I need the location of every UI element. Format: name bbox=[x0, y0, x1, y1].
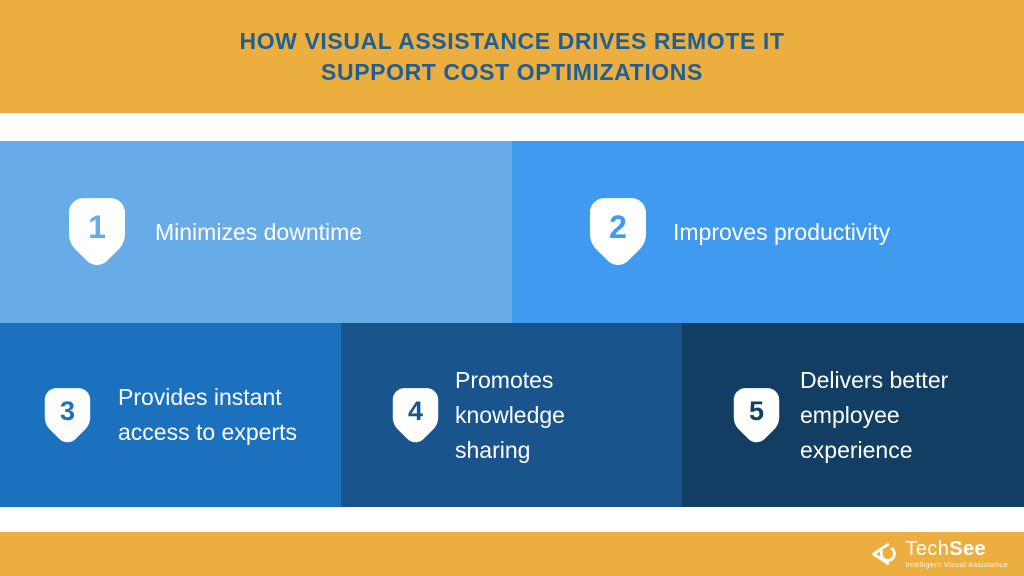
techsee-eye-icon bbox=[872, 543, 897, 565]
brand-name-tech: Tech bbox=[905, 538, 950, 560]
step-number: 1 bbox=[88, 209, 106, 246]
card-instant-access: 3 Provides instant access to experts bbox=[0, 323, 341, 507]
footer-divider bbox=[0, 507, 1024, 532]
card-improves-productivity: 2 Improves productivity bbox=[512, 141, 1024, 323]
brand-name-see: See bbox=[949, 538, 987, 560]
brand-name: TechSee bbox=[905, 539, 1008, 559]
brand-tagline: Intelligent Visual Assistance bbox=[905, 560, 1008, 569]
badge-shield-icon bbox=[589, 198, 647, 266]
card-4-label: Promotes knowledge sharing bbox=[455, 366, 565, 463]
step-badge-2: 2 bbox=[589, 197, 647, 267]
step-number: 4 bbox=[407, 396, 424, 427]
techsee-logo-text: TechSee Intelligent Visual Assistance bbox=[905, 539, 1008, 569]
step-number: 3 bbox=[59, 396, 76, 427]
badge-shield-icon bbox=[68, 198, 126, 266]
badge-shield-icon bbox=[44, 387, 91, 442]
cards-row-top: 1 Minimizes downtime 2 Improves producti… bbox=[0, 141, 1024, 323]
page-title-line-2: SUPPORT COST OPTIMIZATIONS bbox=[321, 58, 703, 85]
footer-band: TechSee Intelligent Visual Assistance bbox=[0, 532, 1024, 576]
step-number: 2 bbox=[609, 209, 627, 246]
step-badge-5: 5 bbox=[733, 387, 780, 444]
card-knowledge-sharing: 4 Promotes knowledge sharing bbox=[341, 323, 682, 507]
step-badge-1: 1 bbox=[68, 197, 126, 267]
page-title-line-1: HOW VISUAL ASSISTANCE DRIVES REMOTE IT bbox=[239, 27, 785, 54]
badge-shield-icon bbox=[733, 387, 780, 442]
header-divider bbox=[0, 113, 1024, 141]
step-badge-3: 3 bbox=[44, 387, 91, 444]
cards-row-bottom: 3 Provides instant access to experts 4 P… bbox=[0, 323, 1024, 507]
badge-shield-icon bbox=[392, 387, 439, 442]
step-badge-4: 4 bbox=[392, 387, 439, 444]
card-1-label: Minimizes downtime bbox=[155, 218, 363, 245]
step-number: 5 bbox=[748, 396, 765, 427]
card-2-label: Improves productivity bbox=[673, 218, 891, 245]
card-employee-experience: 5 Delivers better employee experience bbox=[682, 323, 1024, 507]
header-band: HOW VISUAL ASSISTANCE DRIVES REMOTE IT S… bbox=[0, 0, 1024, 113]
card-minimizes-downtime: 1 Minimizes downtime bbox=[0, 141, 512, 323]
techsee-logo: TechSee Intelligent Visual Assistance bbox=[868, 539, 1008, 569]
card-3-label: Provides instant access to experts bbox=[118, 384, 297, 445]
card-5-label: Delivers better employee experience bbox=[800, 366, 949, 463]
